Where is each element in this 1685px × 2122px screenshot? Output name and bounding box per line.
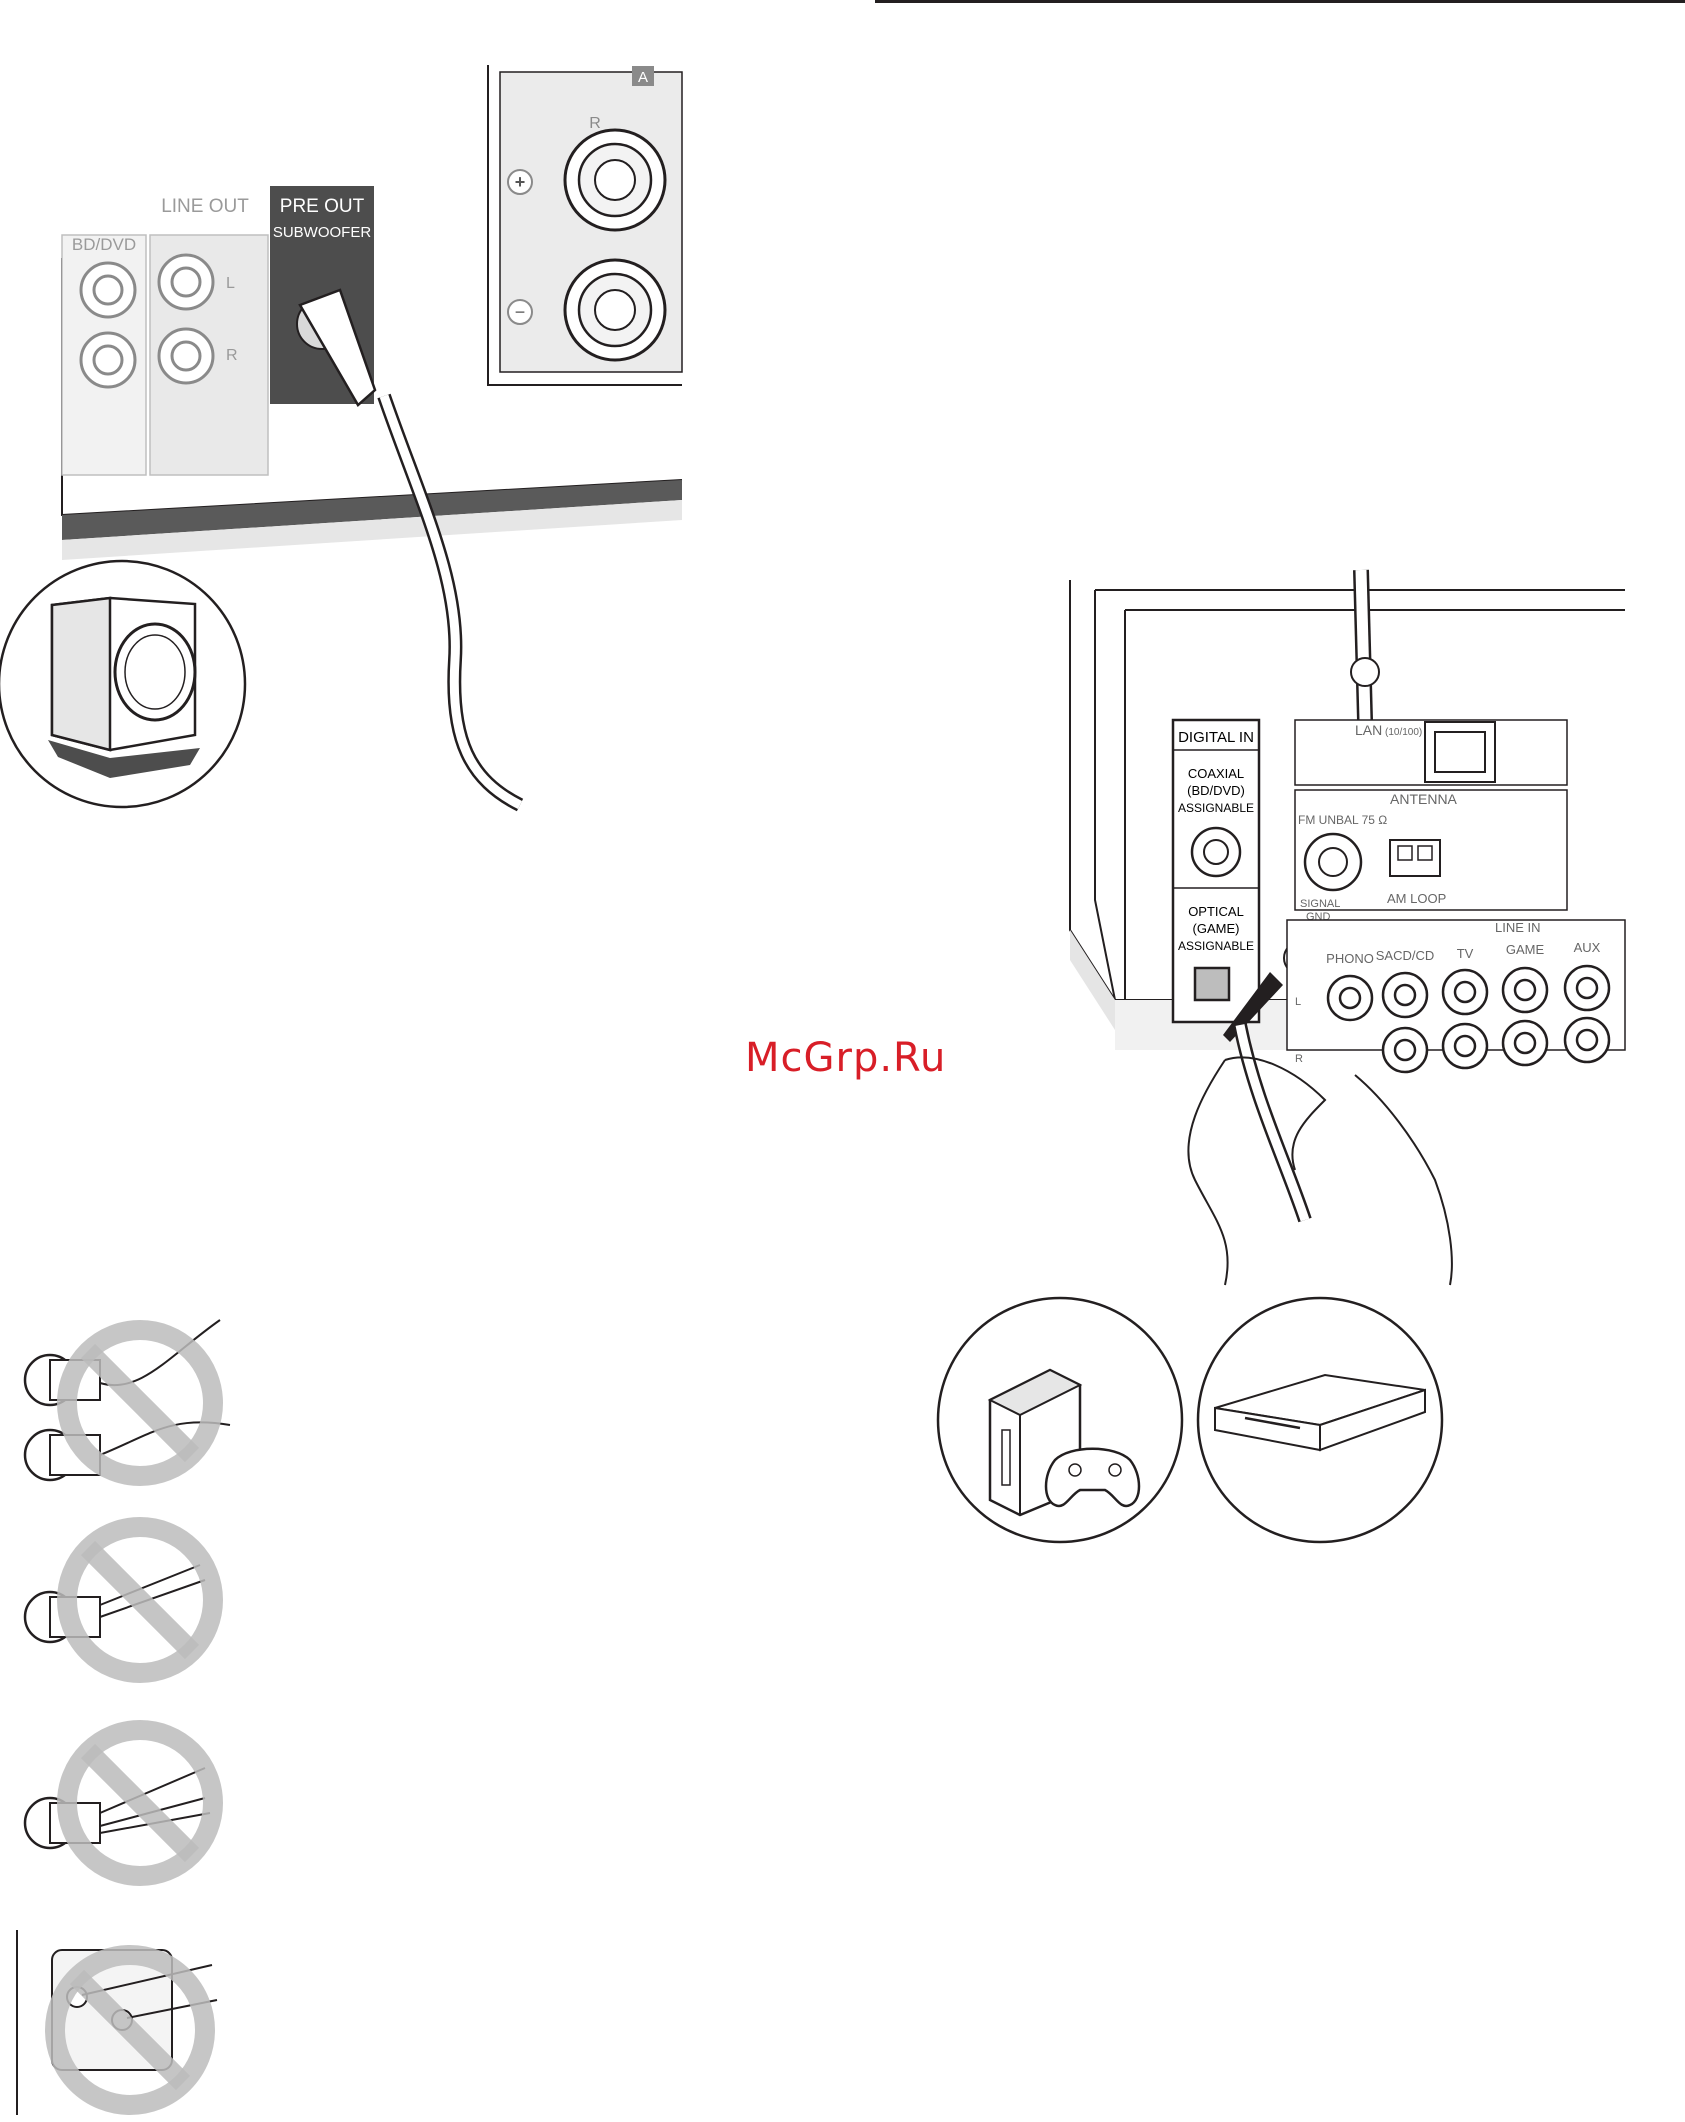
line-in-label: LINE IN (1495, 920, 1541, 935)
subwoofer-connection-figure: A R + − BD/DVD LINE OUT L R PRE OUT SUBW… (0, 60, 690, 820)
watermark: McGrp.Ru (745, 1035, 946, 1081)
fm-label: FM UNBAL 75 Ω (1298, 813, 1387, 827)
speaker-channel-label: R (589, 115, 601, 132)
hand-illustration (1188, 1057, 1451, 1285)
line-out-l-label: L (226, 275, 235, 292)
am-terminal (1390, 840, 1440, 876)
coaxial-jack (1192, 828, 1240, 876)
digital-input-figure: DIGITAL IN COAXIAL (BD/DVD) ASSIGNABLE O… (1055, 580, 1625, 1300)
coaxial-source-label: (BD/DVD) (1187, 783, 1245, 798)
coaxial-label: COAXIAL (1188, 766, 1244, 781)
input-game-label: GAME (1506, 942, 1545, 957)
line-out-label: LINE OUT (161, 196, 249, 217)
line-in-r-label: R (1295, 1053, 1303, 1065)
antenna-label: ANTENNA (1390, 791, 1458, 807)
no-twisted-wires-icon (20, 1315, 240, 1485)
subwoofer-label: SUBWOOFER (273, 224, 372, 241)
lan-speed-label: (10/100) (1385, 727, 1422, 738)
line-in-l-label: L (1295, 996, 1301, 1008)
optical-label: OPTICAL (1188, 904, 1244, 919)
am-label: AM LOOP (1387, 891, 1446, 906)
game-console-inset (930, 1290, 1190, 1550)
input-aux-label: AUX (1574, 940, 1601, 955)
no-protruding-wire-icon (20, 1515, 240, 1685)
no-stray-strands-icon (20, 1718, 240, 1888)
input-sacd-label: SACD/CD (1376, 948, 1435, 963)
optical-port (1195, 968, 1229, 1000)
lan-label: LAN (1355, 722, 1382, 738)
input-phono-label: PHONO (1326, 951, 1374, 966)
top-rule (875, 0, 1685, 3)
optical-assignable-label: ASSIGNABLE (1178, 939, 1254, 953)
lan-port (1425, 722, 1495, 782)
speaker-post-plus (565, 130, 665, 230)
coaxial-assignable-label: ASSIGNABLE (1178, 801, 1254, 815)
fm-jack (1305, 834, 1361, 890)
signal-label: SIGNAL (1300, 898, 1340, 910)
no-touching-panel-icon (12, 1925, 232, 2120)
pre-out-label: PRE OUT (280, 196, 365, 217)
line-out-r-label: R (226, 347, 238, 364)
input-tv-label: TV (1457, 946, 1474, 961)
minus-sign: − (515, 302, 526, 322)
disc-player-inset (1190, 1290, 1450, 1550)
speaker-post-minus (565, 260, 665, 360)
optical-source-label: (GAME) (1193, 921, 1240, 936)
speaker-badge: A (638, 69, 648, 86)
bd-dvd-label: BD/DVD (72, 235, 136, 254)
digital-in-label: DIGITAL IN (1178, 729, 1254, 746)
plus-sign: + (515, 172, 526, 192)
